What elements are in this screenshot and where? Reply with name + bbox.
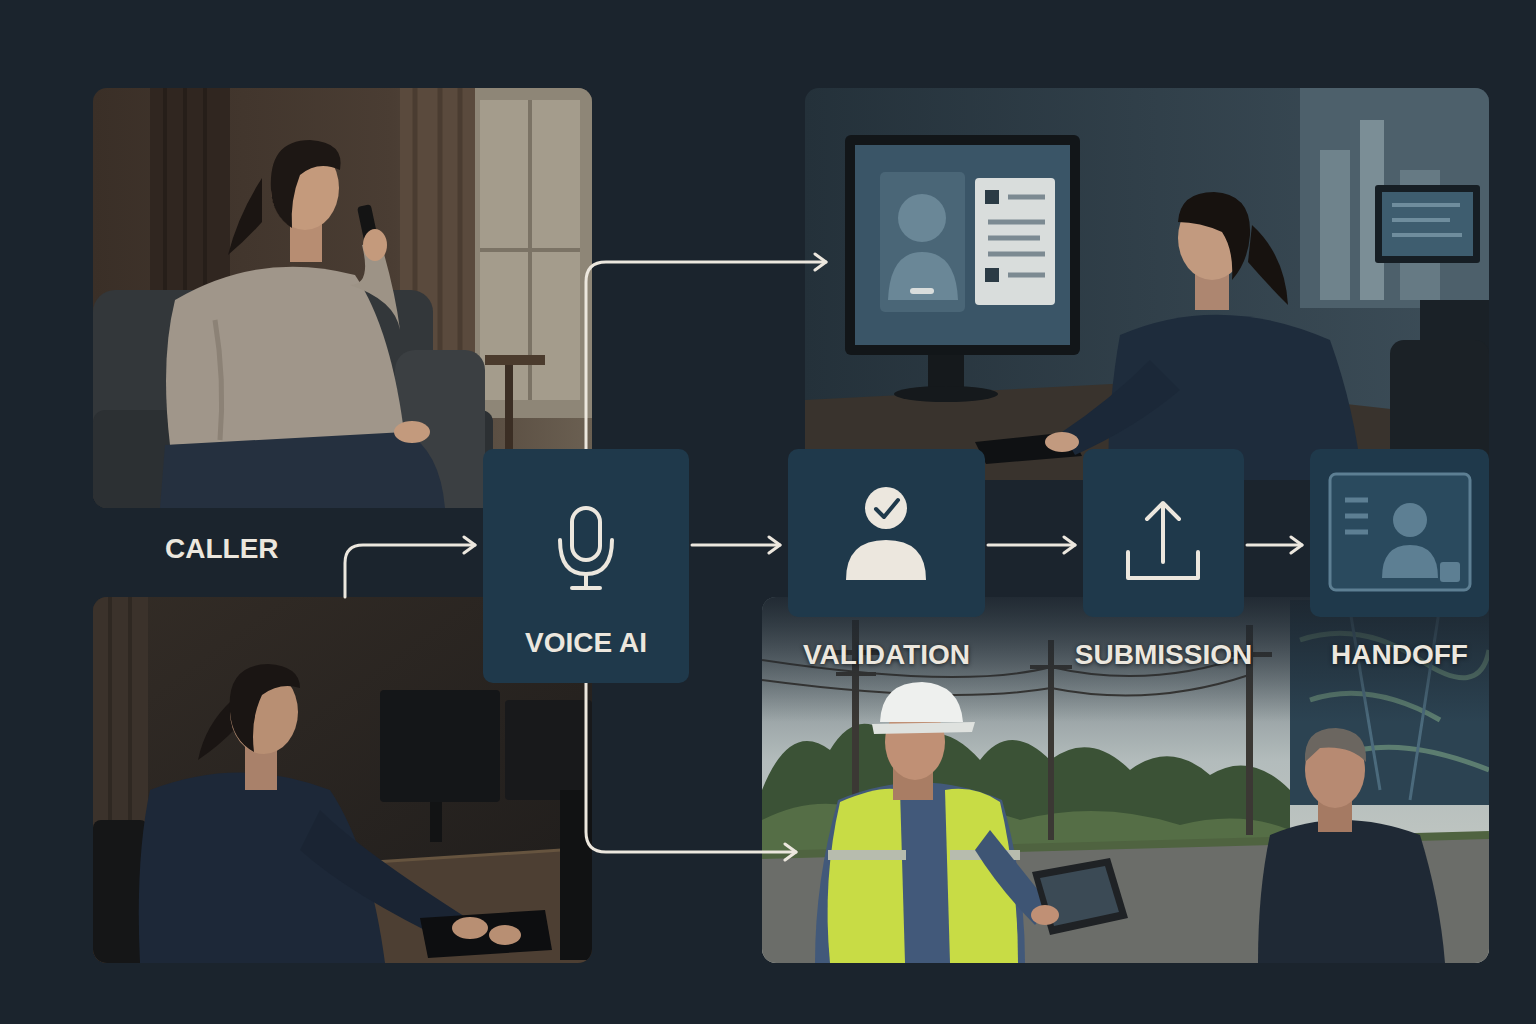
- handoff-box: HANDOFF: [1310, 449, 1489, 617]
- reviewer-photo-part: [1300, 88, 1489, 308]
- branch-arrow: [586, 262, 826, 449]
- field-photo-part: [828, 850, 906, 860]
- agent-photo-part: [430, 802, 442, 842]
- heading-slot: VALIDATION: [803, 639, 970, 671]
- field-photo-part: [1258, 820, 1445, 963]
- field-photo-part: [1032, 858, 1128, 935]
- reviewer-photo-part: [985, 268, 999, 282]
- microphone-icon: [560, 508, 612, 588]
- step-label: CALLER: [165, 533, 279, 565]
- voice-ai-box: VOICE AI: [483, 449, 689, 683]
- reviewer-photo-part: [1045, 432, 1079, 452]
- caller-photo-part: [480, 100, 580, 400]
- field-photo: [762, 597, 1489, 963]
- microphone-icon-part: [572, 508, 600, 560]
- handoff-screen-icon-part: [1345, 500, 1368, 532]
- caller-photo-part: [480, 100, 580, 400]
- reviewer-photo-part: [894, 386, 998, 402]
- person-check-icon-part: [876, 500, 898, 517]
- handoff-screen-icon: [1330, 474, 1470, 590]
- agent-photo-part: [230, 664, 300, 752]
- handoff-screen-icon-part: [1393, 503, 1427, 537]
- reviewer-photo-part: [928, 355, 964, 391]
- caller-photo-part: [215, 320, 222, 440]
- reviewer-photo-part: [855, 145, 1070, 345]
- heading-slot: CALLER: [165, 533, 279, 565]
- caller-photo-part: [160, 432, 445, 508]
- reviewer-photo-part: [910, 288, 934, 294]
- reviewer-photo-part: [1178, 192, 1250, 280]
- caller-photo-part: [394, 421, 430, 443]
- upload-icon-part: [1147, 503, 1179, 562]
- reviewer-photo-part: [1392, 205, 1462, 235]
- microphone-icon-part: [560, 540, 612, 574]
- agent-photo-part: [380, 690, 500, 802]
- agent-photo-part: [505, 700, 592, 800]
- reviewer-photo-part: [1320, 150, 1350, 300]
- agent-photo-part: [452, 917, 488, 939]
- step-label: VALIDATION: [803, 639, 970, 671]
- flow-arrow: [692, 544, 780, 547]
- step-label: SUBMISSION: [1075, 639, 1252, 671]
- caller-photo: [93, 88, 592, 508]
- handoff-screen-icon-part: [1440, 562, 1460, 582]
- box-label: VOICE AI: [525, 627, 647, 659]
- caller-photo-part: [363, 229, 387, 261]
- reviewer-photo-part: [985, 190, 999, 204]
- person-check-icon-part: [846, 540, 926, 580]
- field-photo-part: [872, 722, 975, 734]
- field-photo-part: [828, 789, 905, 963]
- reviewer-photo-part: [888, 252, 958, 300]
- caller-photo-part: [271, 140, 341, 228]
- reviewer-photo-part: [988, 197, 1045, 275]
- flow-arrow: [345, 545, 475, 597]
- handoff-screen-icon-part: [1330, 474, 1470, 590]
- heading-slot: SUBMISSION: [1075, 639, 1252, 671]
- upload-icon: [1128, 503, 1198, 578]
- submission-box: SUBMISSION: [1083, 449, 1244, 617]
- reviewer-photo-part: [1248, 225, 1288, 305]
- reviewer-photo-part: [975, 178, 1055, 305]
- reviewer-photo-part: [898, 194, 946, 242]
- reviewer-photo-part: [845, 135, 1080, 355]
- agent-photo-part: [420, 910, 552, 958]
- person-check-icon-part: [865, 487, 907, 529]
- flow-arrow: [988, 544, 1075, 547]
- heading-slot: HANDOFF: [1331, 639, 1468, 671]
- reviewer-photo-part: [1062, 360, 1180, 455]
- reviewer-photo-part: [880, 172, 965, 312]
- step-label: HANDOFF: [1331, 639, 1468, 671]
- field-photo-part: [1031, 905, 1059, 925]
- upload-icon-part: [1128, 552, 1198, 578]
- reviewer-photo-part: [1382, 192, 1473, 256]
- reviewer-photo-part: [1375, 185, 1480, 263]
- microphone-icon-part: [572, 574, 600, 588]
- branch-arrow: [586, 683, 796, 852]
- agent-photo-part: [489, 925, 521, 945]
- caller-photo-part: [470, 88, 592, 418]
- flow-arrow: [1247, 544, 1302, 547]
- person-check-icon: [846, 487, 926, 580]
- reviewer-photo-part: [975, 432, 1082, 464]
- validation-box: VALIDATION: [788, 449, 985, 617]
- caller-photo-part: [485, 355, 545, 365]
- caller-photo-part: [228, 178, 262, 255]
- field-photo-part: [880, 682, 963, 722]
- reviewer-photo: [805, 88, 1489, 480]
- field-photo-part: [1305, 728, 1366, 762]
- caller-photo-part: [166, 267, 405, 445]
- handoff-screen-icon-part: [1382, 545, 1438, 578]
- reviewer-photo-part: [805, 88, 1489, 480]
- field-photo-part: [762, 597, 1489, 963]
